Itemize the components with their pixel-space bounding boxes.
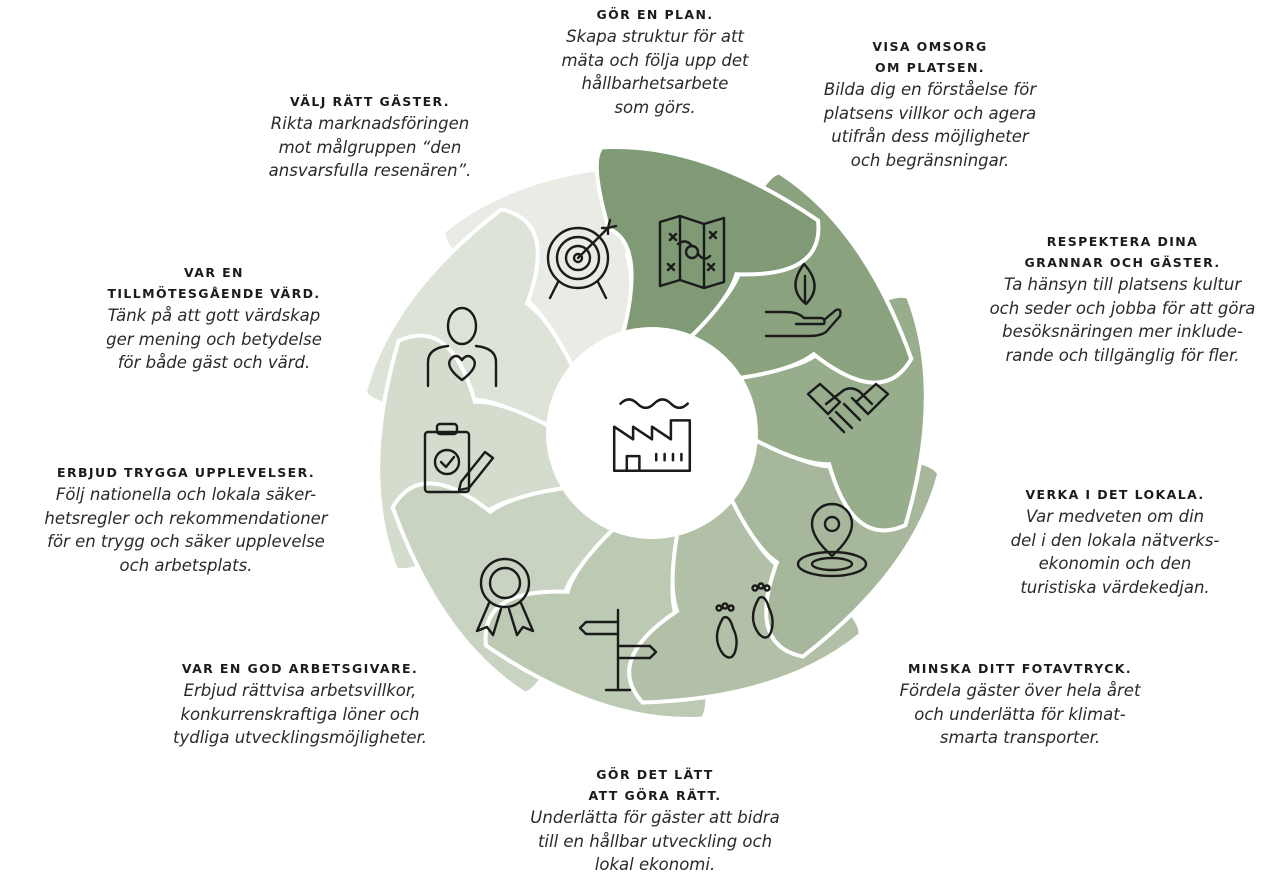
desc-line: konkurrenskraftiga löner och [180, 704, 420, 724]
desc-line: för både gäst och värd. [117, 353, 311, 372]
label-fotavtryck-desc: Fördela gäster över hela året och underl… [870, 679, 1170, 750]
label-vard-title: VAR EN TILLMÖTESGÅENDE VÄRD. [55, 262, 373, 304]
desc-line: ekonomin och den [1038, 554, 1192, 573]
desc-line: ger mening och betydelse [106, 329, 322, 349]
label-respektera-desc: Ta hänsyn till platsens kultur och seder… [960, 273, 1285, 367]
label-arbetsgivare: VAR EN GOD ARBETSGIVARE. Erbjud rättvisa… [140, 658, 460, 750]
desc-line: mäta och följa upp det [561, 50, 749, 70]
label-plan: GÖR EN PLAN. Skapa struktur för att mäta… [520, 4, 790, 119]
desc-line: turistiska värdekedjan. [1020, 577, 1210, 597]
title-line: ERBJUD TRYGGA UPPLEVELSER. [57, 465, 315, 480]
title-line: RESPEKTERA DINA [1046, 234, 1199, 249]
desc-line: tydliga utvecklingsmöjligheter. [172, 728, 427, 747]
plant-hand-icon [764, 262, 842, 338]
title-line: GÖR DET LÄTT [596, 767, 714, 782]
title-line: MINSKA DITT FOTAVTRYCK. [907, 661, 1133, 676]
desc-line: för en trygg och säker upplevelse [47, 532, 325, 551]
desc-line: som görs. [614, 97, 696, 117]
label-lokala: VERKA I DET LOKALA. Var medveten om din … [975, 484, 1255, 599]
label-fotavtryck-title: MINSKA DITT FOTAVTRYCK. [870, 658, 1170, 679]
award-icon [475, 557, 535, 637]
label-plan-desc: Skapa struktur för att mäta och följa up… [520, 25, 790, 119]
title-line: VAR EN [184, 265, 244, 280]
handshake-icon [806, 382, 890, 434]
factory-icon [612, 398, 692, 473]
footprints-icon [715, 582, 774, 659]
desc-line: och arbetsplats. [119, 555, 253, 575]
desc-line: del i den lokala nätverks- [1010, 530, 1220, 550]
desc-line: smarta transporter. [939, 728, 1101, 747]
location-pin-icon [796, 502, 868, 578]
desc-line: lokal ekonomi. [594, 855, 716, 874]
label-omsorg-desc: Bilda dig en förståelse för platsens vil… [790, 78, 1070, 172]
label-respektera: RESPEKTERA DINA GRANNAR OCH GÄSTER. Ta h… [960, 231, 1285, 367]
label-respektera-title: RESPEKTERA DINA GRANNAR OCH GÄSTER. [960, 231, 1285, 273]
title-line: GRANNAR OCH GÄSTER. [1024, 255, 1221, 270]
desc-line: Tänk på att gott värdskap [107, 306, 321, 325]
label-lokala-desc: Var medveten om din del i den lokala nät… [975, 505, 1255, 599]
desc-line: ansvarsfulla resenären”. [268, 161, 472, 180]
desc-line: Var medveten om din [1025, 507, 1205, 526]
label-trygga: ERBJUD TRYGGA UPPLEVELSER. Följ nationel… [2, 462, 370, 577]
label-fotavtryck: MINSKA DITT FOTAVTRYCK. Fördela gäster ö… [870, 658, 1170, 750]
label-omsorg-title: VISA OMSORG OM PLATSEN. [790, 36, 1070, 78]
desc-line: Bilda dig en förståelse för [823, 80, 1037, 99]
title-line: VERKA I DET LOKALA. [1025, 487, 1205, 502]
label-latt: GÖR DET LÄTT ATT GÖRA RÄTT. Underlätta f… [505, 764, 805, 877]
desc-line: hetsregler och rekommendationer [44, 508, 328, 528]
desc-line: platsens villkor och agera [823, 103, 1037, 123]
desc-line: och seder och jobba för att göra [989, 298, 1256, 318]
label-omsorg: VISA OMSORG OM PLATSEN. Bilda dig en för… [790, 36, 1070, 172]
title-line: OM PLATSEN. [875, 60, 985, 75]
desc-line: utifrån dess möjligheter [831, 127, 1029, 146]
target-icon [546, 218, 618, 300]
signpost-icon [578, 608, 658, 692]
desc-line: Erbjud rättvisa arbetsvillkor, [183, 681, 417, 700]
title-line: VISA OMSORG [872, 39, 988, 54]
title-line: GÖR EN PLAN. [596, 7, 714, 22]
desc-line: besöksnäringen mer inklude- [1002, 322, 1243, 341]
title-line: VÄLJ RÄTT GÄSTER. [290, 94, 450, 109]
label-trygga-title: ERBJUD TRYGGA UPPLEVELSER. [2, 462, 370, 483]
desc-line: Fördela gäster över hela året [899, 681, 1141, 700]
desc-line: Rikta marknadsföringen [270, 114, 470, 133]
label-lokala-title: VERKA I DET LOKALA. [975, 484, 1255, 505]
person-heart-icon [426, 306, 498, 388]
map-icon [658, 214, 726, 290]
desc-line: mot målgruppen “den [278, 137, 462, 157]
desc-line: till en hållbar utveckling och [537, 831, 773, 851]
label-plan-title: GÖR EN PLAN. [520, 4, 790, 25]
label-gaster-title: VÄLJ RÄTT GÄSTER. [235, 91, 505, 112]
label-trygga-desc: Följ nationella och lokala säker- hetsre… [2, 483, 370, 577]
desc-line: rande och tillgänglig för fler. [1005, 345, 1240, 365]
desc-line: Ta hänsyn till platsens kultur [1003, 275, 1242, 294]
title-line: VAR EN GOD ARBETSGIVARE. [181, 661, 419, 676]
label-vard-desc: Tänk på att gott värdskap ger mening och… [55, 304, 373, 375]
desc-line: Underlätta för gäster att bidra [530, 808, 780, 827]
label-latt-title: GÖR DET LÄTT ATT GÖRA RÄTT. [505, 764, 805, 806]
desc-line: hållbarhetsarbete [581, 74, 729, 93]
label-arbetsgivare-desc: Erbjud rättvisa arbetsvillkor, konkurren… [140, 679, 460, 750]
desc-line: Följ nationella och lokala säker- [55, 485, 317, 504]
desc-line: Skapa struktur för att [566, 27, 744, 46]
checklist-icon [423, 422, 495, 494]
label-latt-desc: Underlätta för gäster att bidra till en … [505, 806, 805, 877]
title-line: ATT GÖRA RÄTT. [588, 788, 722, 803]
label-arbetsgivare-title: VAR EN GOD ARBETSGIVARE. [140, 658, 460, 679]
title-line: TILLMÖTESGÅENDE VÄRD. [107, 286, 321, 301]
desc-line: och underlätta för klimat- [914, 704, 1126, 724]
label-vard: VAR EN TILLMÖTESGÅENDE VÄRD. Tänk på att… [55, 262, 373, 375]
label-gaster: VÄLJ RÄTT GÄSTER. Rikta marknadsföringen… [235, 91, 505, 183]
label-gaster-desc: Rikta marknadsföringen mot målgruppen “d… [235, 112, 505, 183]
desc-line: och begränsningar. [850, 150, 1010, 170]
